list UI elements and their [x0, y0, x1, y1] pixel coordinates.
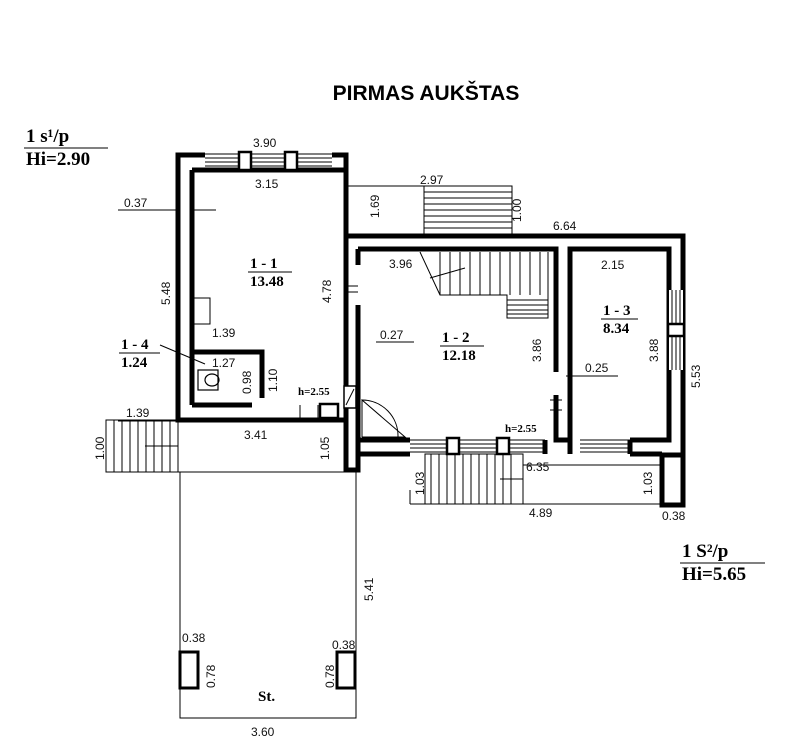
right-building-code: 1 S²/p: [682, 541, 728, 562]
external-stair-bottom: [410, 453, 662, 505]
right-building-walls: [343, 233, 686, 508]
room-1-4: 1 - 4 1.24: [119, 337, 160, 371]
dim-0-78-b: 0.78: [323, 664, 337, 688]
dim-0-27: 0.27: [380, 328, 404, 342]
right-building-height: Hi=5.65: [682, 564, 746, 585]
dim-6-35: 6.35: [526, 460, 550, 474]
dim-2-97: 2.97: [420, 173, 444, 187]
left-building-walls: [175, 152, 349, 423]
dim-0-37: 0.37: [124, 196, 148, 210]
dim-3-88: 3.88: [647, 338, 661, 362]
wc-fixtures: [159, 297, 220, 391]
dim-1-00-b: 1.00: [93, 436, 107, 460]
dim-5-48: 5.48: [159, 281, 173, 305]
dim-1-27: 1.27: [212, 356, 236, 370]
dim-1-03-a: 1.03: [413, 471, 427, 495]
dim-6-64: 6.64: [553, 219, 577, 233]
dim-1-05: 1.05: [318, 436, 332, 460]
external-stair-top: [346, 185, 513, 237]
door-marks: [299, 285, 562, 420]
internal-stair: [419, 251, 549, 319]
door-swing-room2: [343, 385, 407, 438]
dim-1-03-b: 1.03: [641, 471, 655, 495]
porch-label: St.: [258, 689, 275, 705]
svg-text:8.34: 8.34: [603, 321, 630, 337]
svg-text:12.18: 12.18: [442, 348, 476, 364]
dim-0-38-a: 0.38: [182, 631, 206, 645]
svg-text:1 - 4: 1 - 4: [121, 337, 149, 353]
room-1-3: 1 - 3 8.34: [601, 303, 638, 337]
dim-3-96: 3.96: [389, 257, 413, 271]
dim-1-39-a: 1.39: [212, 326, 236, 340]
window-bottom-room3: [567, 439, 662, 457]
window-top-left: [205, 150, 332, 172]
dim-3-90: 3.90: [253, 136, 277, 150]
plan-title: PIRMAS AUKŠTAS: [333, 81, 520, 105]
dim-0-78-a: 0.78: [204, 664, 218, 688]
dim-0-98: 0.98: [240, 370, 254, 394]
dim-3-15: 3.15: [255, 177, 279, 191]
porch-area: [178, 471, 357, 719]
left-building-code: 1 s¹/p: [26, 126, 69, 147]
dim-3-41: 3.41: [244, 428, 268, 442]
dim-1-00-a: 1.00: [510, 198, 524, 222]
dim-1-39-b: 1.39: [126, 406, 150, 420]
window-right-wall: [666, 290, 686, 370]
svg-text:1 - 1: 1 - 1: [250, 256, 278, 272]
svg-text:1.24: 1.24: [121, 355, 148, 371]
dim-0-38-c: 0.38: [662, 509, 686, 523]
svg-text:1 - 2: 1 - 2: [442, 330, 470, 346]
dim-2-15: 2.15: [601, 258, 625, 272]
dim-5-53: 5.53: [689, 364, 703, 388]
external-stair-left: [105, 419, 346, 473]
dim-3-86: 3.86: [530, 338, 544, 362]
dim-4-78: 4.78: [320, 279, 334, 303]
dim-4-89: 4.89: [529, 506, 553, 520]
dim-3-60: 3.60: [251, 725, 275, 739]
dim-0-38-b: 0.38: [332, 638, 356, 652]
dim-5-41: 5.41: [362, 577, 376, 601]
svg-text:13.48: 13.48: [250, 274, 284, 290]
dim-1-10: 1.10: [266, 368, 280, 392]
svg-text:1 - 3: 1 - 3: [603, 303, 631, 319]
dim-0-25: 0.25: [585, 361, 609, 375]
dim-1-69: 1.69: [368, 194, 382, 218]
height-label-1: h=2.55: [298, 386, 330, 398]
height-label-2: h=2.55: [505, 423, 537, 435]
left-building-height: Hi=2.90: [26, 149, 90, 170]
room-1-2: 1 - 2 12.18: [440, 330, 484, 364]
dimension-lines: [118, 209, 618, 504]
room-1-1: 1 - 1 13.48: [248, 256, 292, 290]
